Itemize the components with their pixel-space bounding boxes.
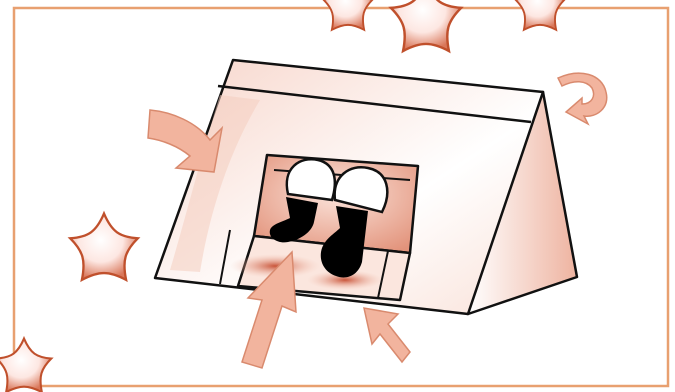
figure-body-left <box>287 159 335 200</box>
arrow-small-icon <box>364 308 410 362</box>
star-icon <box>0 339 51 392</box>
rotate-arrow-icon <box>558 73 607 124</box>
star-icon <box>70 214 138 280</box>
star-icon <box>323 0 372 30</box>
star-icon <box>391 0 461 51</box>
star-icon <box>515 0 564 30</box>
